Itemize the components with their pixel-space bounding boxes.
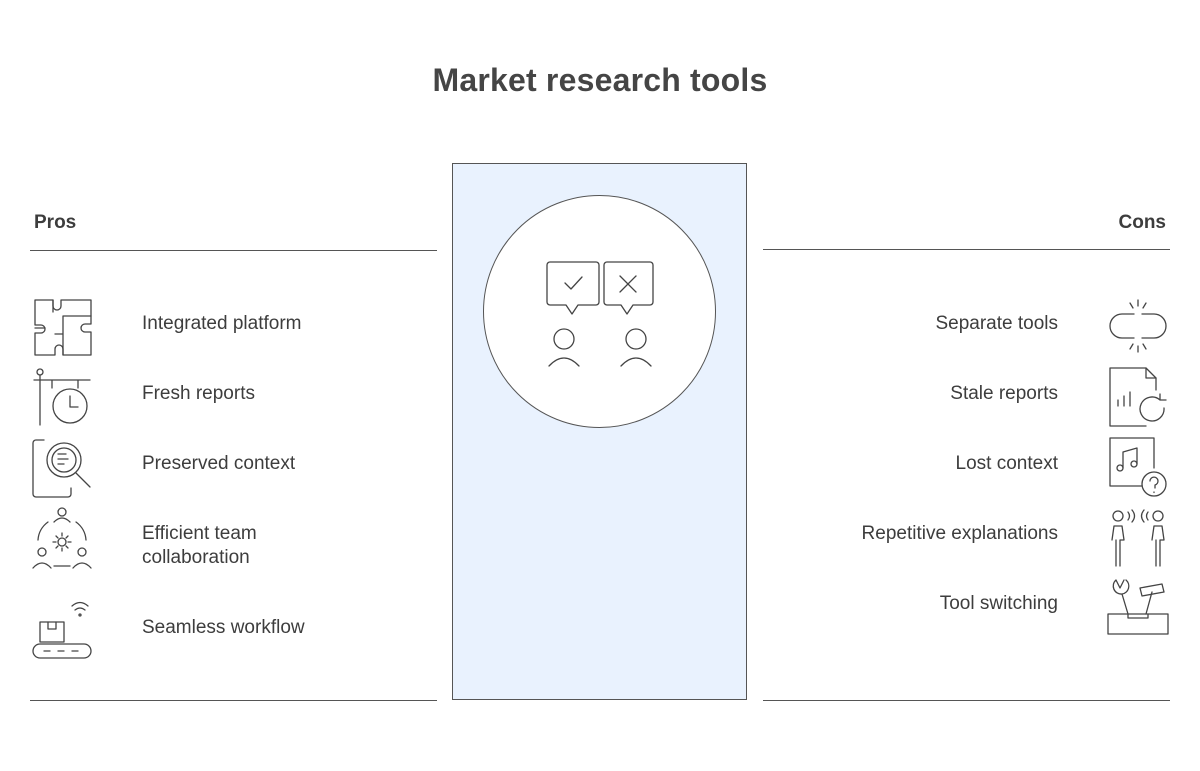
center-circle bbox=[483, 195, 716, 428]
clock-icon bbox=[30, 366, 94, 430]
pro-label: Preserved context bbox=[142, 453, 296, 474]
con-label: Tool switching bbox=[939, 593, 1058, 614]
pro-label: Fresh reports bbox=[142, 383, 255, 404]
con-label: Repetitive explanations bbox=[861, 523, 1058, 544]
pro-item-seamless-workflow: Seamless workflow bbox=[30, 600, 437, 664]
con-label: Separate tools bbox=[935, 313, 1058, 334]
page-title: Market research tools bbox=[432, 62, 768, 98]
document-search-icon bbox=[30, 436, 94, 500]
con-item-repetitive-explanations: Repetitive explanations bbox=[763, 506, 1170, 570]
cons-top-rule bbox=[763, 249, 1170, 250]
team-gear-icon bbox=[30, 506, 94, 570]
pro-label: Integrated platform bbox=[142, 313, 302, 334]
pros-bottom-rule bbox=[30, 700, 437, 701]
con-label: Lost context bbox=[955, 453, 1058, 474]
pro-item-preserved-context: Preserved context bbox=[30, 436, 437, 500]
people-talking-icon bbox=[1106, 506, 1170, 570]
pro-label-line2: collaboration bbox=[142, 547, 250, 568]
con-item-tool-switching: Tool switching bbox=[763, 576, 1170, 640]
con-item-lost-context: Lost context bbox=[763, 436, 1170, 500]
report-refresh-icon bbox=[1106, 366, 1170, 430]
pro-item-efficient-team-collaboration: Efficient team collaboration bbox=[30, 506, 437, 570]
toolbox-icon bbox=[1106, 576, 1170, 640]
pros-top-rule bbox=[30, 250, 437, 251]
puzzle-icon bbox=[30, 296, 94, 360]
pro-item-fresh-reports: Fresh reports bbox=[30, 366, 437, 430]
pro-label: Efficient team bbox=[142, 523, 257, 544]
cons-heading: Cons bbox=[1118, 212, 1167, 233]
pros-cons-people-icon bbox=[546, 261, 654, 367]
pro-label: Seamless workflow bbox=[142, 617, 305, 638]
con-item-separate-tools: Separate tools bbox=[763, 296, 1170, 360]
broken-link-icon bbox=[1106, 296, 1170, 360]
pros-heading: Pros bbox=[34, 212, 77, 233]
con-label: Stale reports bbox=[950, 383, 1058, 404]
music-question-icon bbox=[1106, 436, 1170, 500]
cons-bottom-rule bbox=[763, 700, 1170, 701]
pro-item-integrated-platform: Integrated platform bbox=[30, 296, 437, 360]
con-item-stale-reports: Stale reports bbox=[763, 366, 1170, 430]
conveyor-icon bbox=[30, 600, 94, 664]
